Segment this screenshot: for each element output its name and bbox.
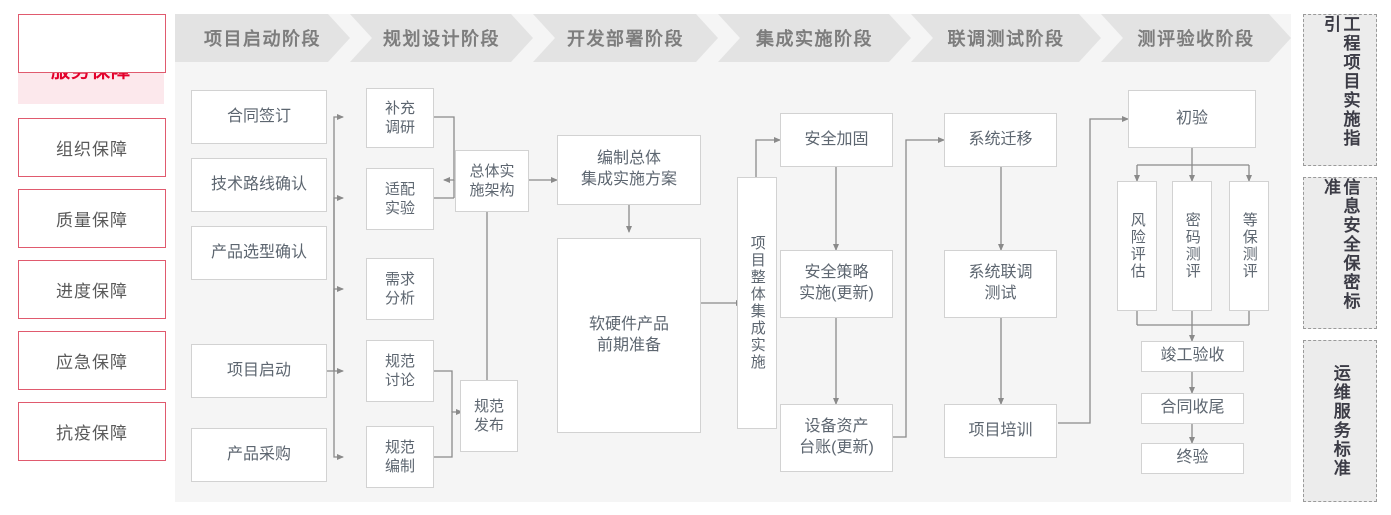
node-product-selection[interactable]: 产品选型确认: [191, 226, 327, 280]
node-security-hardening[interactable]: 安全加固: [780, 113, 893, 167]
node-label-line1: 总体实: [469, 162, 515, 180]
node-label-line1: 需求: [384, 270, 415, 288]
node-label-line1: 软硬件产品: [588, 315, 669, 333]
node-contract-signing[interactable]: 合同签订: [191, 90, 327, 144]
node-label-line1: 规范: [384, 352, 415, 370]
node-hardware-software-preparation[interactable]: 软硬件产品 前期准备: [557, 238, 701, 433]
node-security-policy-implementation[interactable]: 安全策略 实施(更新): [780, 250, 893, 318]
node-label-line1: 补充: [384, 99, 415, 117]
node-completion-acceptance[interactable]: 竣工验收: [1141, 341, 1244, 372]
standard-label: 信息安全保密标准: [1321, 178, 1360, 311]
assurance-item-epidemic[interactable]: 抗疫保障: [18, 402, 166, 461]
node-standard-discussion[interactable]: 规范 讨论: [366, 340, 434, 402]
node-label-line2: 发布: [473, 417, 504, 434]
node-mlps-evaluation[interactable]: 等保测评: [1229, 181, 1269, 311]
node-product-procurement[interactable]: 产品采购: [191, 428, 327, 482]
assurance-panel: 集成实施 服务保障 组织保障 质量保障 进度保障 应急保障 抗疫保障: [18, 14, 166, 502]
node-label-line2: 台账(更新): [799, 439, 874, 456]
standard-item-infosec-standard[interactable]: 信息安全保密标准: [1303, 177, 1377, 329]
assurance-item-organization[interactable]: 组织保障: [18, 118, 166, 177]
standard-label: 工程项目实施指引: [1321, 15, 1360, 148]
phase-header-5: 联调测试阶段: [911, 14, 1101, 62]
node-project-kickoff[interactable]: 项目启动: [191, 344, 327, 398]
node-risk-assessment[interactable]: 风险评估: [1117, 181, 1157, 311]
node-supplementary-research[interactable]: 补充 调研: [366, 88, 434, 148]
node-label-line2: 实施(更新): [799, 285, 874, 302]
node-label-line1: 适配: [384, 180, 415, 198]
phase-header-6: 测评验收阶段: [1101, 14, 1291, 62]
node-label-line2: 编制: [384, 458, 415, 475]
node-label-line2: 实验: [384, 200, 415, 217]
node-system-migration[interactable]: 系统迁移: [944, 113, 1057, 167]
standard-item-engineering-guideline[interactable]: 工程项目实施指引: [1303, 14, 1377, 166]
node-prepare-overall-integration-plan[interactable]: 编制总体 集成实施方案: [557, 135, 701, 205]
standard-label: 运维服务标准: [1330, 364, 1350, 478]
node-label-line2: 测试: [984, 285, 1017, 302]
node-adaptation-experiment[interactable]: 适配 实验: [366, 168, 434, 230]
phase-header-3: 开发部署阶段: [533, 14, 718, 62]
node-tech-route-confirm[interactable]: 技术路线确认: [191, 158, 327, 212]
node-label-line2: 调研: [384, 119, 415, 136]
node-label-line1: 规范: [473, 397, 504, 415]
node-label-line2: 施架构: [469, 182, 515, 199]
node-preliminary-acceptance[interactable]: 初验: [1128, 90, 1256, 148]
node-label-line1: 系统联调: [968, 264, 1033, 282]
standard-item-om-service-standard[interactable]: 运维服务标准: [1303, 340, 1377, 502]
node-overall-implementation-architecture[interactable]: 总体实 施架构: [455, 150, 529, 212]
node-crypto-evaluation[interactable]: 密码测评: [1172, 181, 1212, 311]
phase-header-1: 项目启动阶段: [175, 14, 350, 62]
assurance-item-schedule[interactable]: 进度保障: [18, 260, 166, 319]
node-standard-drafting[interactable]: 规范 编制: [366, 426, 434, 488]
node-requirement-analysis[interactable]: 需求 分析: [366, 258, 434, 320]
node-label-line2: 集成实施方案: [580, 171, 677, 188]
node-system-joint-test[interactable]: 系统联调 测试: [944, 250, 1057, 318]
node-project-training[interactable]: 项目培训: [944, 404, 1057, 458]
phase-header-2: 规划设计阶段: [350, 14, 533, 62]
assurance-item-emergency[interactable]: 应急保障: [18, 331, 166, 390]
node-label-line1: 设备资产: [804, 418, 869, 436]
assurance-item-quality[interactable]: 质量保障: [18, 189, 166, 248]
node-contract-closure[interactable]: 合同收尾: [1141, 393, 1244, 424]
node-overall-project-integration[interactable]: 项目整体集成实施: [737, 177, 777, 429]
node-final-acceptance[interactable]: 终验: [1141, 443, 1244, 474]
node-label-line1: 编制总体: [596, 150, 661, 168]
node-label-line2: 讨论: [384, 372, 415, 389]
node-label-line1: 安全策略: [804, 264, 869, 282]
node-label-line2: 前期准备: [596, 336, 661, 354]
standards-panel: 工程项目实施指引 信息安全保密标准 运维服务标准: [1303, 14, 1377, 502]
node-asset-ledger-update[interactable]: 设备资产 台账(更新): [780, 404, 893, 472]
node-standard-release[interactable]: 规范 发布: [460, 380, 518, 452]
node-label-line2: 分析: [384, 290, 415, 307]
phase-header-4: 集成实施阶段: [718, 14, 911, 62]
node-label-line1: 规范: [384, 438, 415, 456]
